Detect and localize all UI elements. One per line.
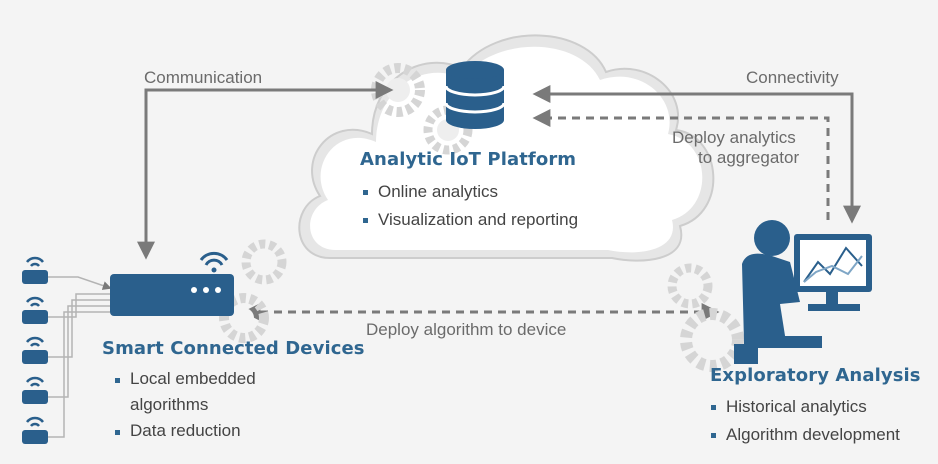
- connectivity-label: Connectivity: [746, 68, 839, 87]
- devices-bullets: Local embedded algorithms Data reduction: [114, 366, 280, 444]
- line-chart-icon: [803, 246, 863, 283]
- sensor-connector-lines: [48, 276, 112, 438]
- database-icon: [444, 61, 506, 129]
- deploy-aggregator-label-line2: to aggregator: [698, 148, 800, 167]
- sensor-icon: [22, 256, 48, 284]
- communication-arrow: [137, 81, 394, 260]
- platform-title: Analytic IoT Platform: [360, 149, 577, 170]
- platform-bullets: Online analytics Visualization and repor…: [362, 178, 578, 234]
- devices-title: Smart Connected Devices: [102, 338, 365, 359]
- deploy-aggregator-label-line1: Deploy analytics: [672, 128, 796, 147]
- analysis-title: Exploratory Analysis: [710, 365, 921, 386]
- analysis-bullets: Historical analytics Algorithm developme…: [710, 393, 900, 449]
- analysis-bullet: Algorithm development: [710, 421, 900, 449]
- deploy-aggregator-arrow: [532, 109, 830, 220]
- communication-label: Communication: [144, 68, 263, 87]
- devices-bullet-text: Local embedded algorithms: [130, 369, 256, 414]
- gateway-device-icon: [110, 274, 234, 316]
- platform-bullet: Online analytics: [362, 178, 578, 206]
- connectivity-arrow: [532, 85, 861, 224]
- sensor-icon: [22, 336, 48, 364]
- sensor-icon: [22, 296, 48, 324]
- wifi-icon: [199, 251, 229, 273]
- gear-icon: [667, 263, 713, 309]
- deploy-device-label: Deploy algorithm to device: [366, 320, 567, 339]
- gear-icon: [241, 239, 287, 285]
- analysis-bullet: Historical analytics: [710, 393, 900, 421]
- gear-icon: [219, 293, 269, 343]
- sensor-icon: [22, 416, 48, 444]
- devices-bullet: Local embedded algorithms: [114, 366, 280, 418]
- devices-bullet: Data reduction: [114, 418, 280, 444]
- sensor-icon: [22, 376, 48, 404]
- platform-bullet: Visualization and reporting: [362, 206, 578, 234]
- sensor-list: [22, 256, 48, 444]
- gear-icon: [680, 308, 744, 372]
- analyst-computer-icon: [734, 220, 872, 364]
